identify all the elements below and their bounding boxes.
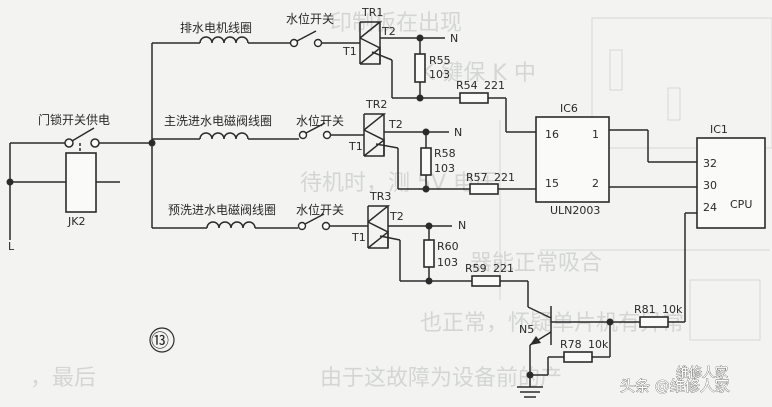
branch2-series-id: R57 [466,171,488,184]
background-bleed: 印制板在出现 K 键保 K 中 待机时，测 5V 电压 器能正常吸合 也正常，怀… [30,11,772,391]
driver-ic-part: ULN2003 [550,204,600,217]
branch3-series-id: R59 [465,262,487,275]
cpu-label: CPU [730,198,752,211]
branch1-series-value: 221 [484,79,505,92]
figure-number-circle [149,327,175,353]
svg-text:器能正常吸合: 器能正常吸合 [470,251,602,276]
branch3-shunt-value: 103 [437,256,458,269]
cpu-pin-32: 32 [703,157,717,170]
base-resistor-value: 10k [662,303,683,316]
branch3-t1: T1 [351,231,366,244]
driver-ic-body [535,116,697,203]
driver-pin-1: 1 [592,128,599,141]
watermark-faint: 维修人家 [676,365,728,381]
branch2-series-value: 221 [494,171,515,184]
branch3-load-label: 预洗进水电磁阀线圈 [168,202,276,217]
branch2-switch-label: 水位开关 [296,113,344,128]
driver-ic-id: IC6 [560,102,578,115]
branch3-shunt-id: R60 [437,240,459,253]
branch1-t1: T1 [342,45,357,58]
branch1-triac-id: TR1 [361,6,383,19]
cpu-body [668,137,766,323]
power-line-label: L [8,240,15,253]
branch1-shunt-id: R55 [429,54,451,67]
branch3-neutral: N [458,219,466,232]
branch2-neutral: N [454,126,462,139]
driver-pin-2: 2 [592,177,599,190]
watermark: 头条 @维修人家 [620,377,730,395]
branch1-t2: T2 [381,25,396,38]
branch3-triac-id: TR3 [369,190,391,203]
branch3-series-value: 221 [493,262,514,275]
branch-prewash-valve [152,205,529,307]
cpu-id: IC1 [710,123,728,136]
svg-text:印制板在出现: 印制板在出现 [330,11,462,36]
branch2-shunt-value: 103 [434,162,455,175]
branch1-shunt-value: 103 [429,68,450,81]
branch2-shunt-id: R58 [434,147,456,160]
relay-id: JK2 [67,215,85,228]
branch2-t2: T2 [388,118,403,131]
branch3-t2: T2 [389,210,404,223]
cpu-pin-24: 24 [703,201,717,214]
branch1-switch-label: 水位开关 [286,11,334,26]
cpu-pin-30: 30 [703,179,717,192]
branch2-load-label: 主洗进水电磁阀线圈 [164,113,272,128]
transistor-stage [517,306,669,398]
branch1-series-id: R54 [456,79,478,92]
svg-text:，最后: ，最后 [30,366,96,391]
pulldown-resistor-value: 10k [588,338,609,351]
svg-text:K 键保 K 中: K 键保 K 中 [420,61,536,86]
base-resistor-id: R81 [634,303,656,316]
branch2-triac-id: TR2 [365,98,387,111]
branch1-load-label: 排水电机线圈 [180,21,252,35]
relay-label: 门锁开关供电 [38,112,110,127]
branch1-neutral: N [450,32,458,45]
figure-number: ⑬ [151,331,169,352]
driver-pin-16: 16 [545,128,559,141]
pulldown-resistor-id: R78 [560,338,582,351]
relay-coil [65,152,97,213]
branch-drain-motor [152,21,536,133]
branch2-t1: T1 [348,140,363,153]
transistor-id: N5 [519,323,534,336]
driver-pin-15: 15 [545,177,559,190]
branch-main-wash-valve [152,113,536,195]
branch3-switch-label: 水位开关 [296,202,344,217]
supply-section [6,43,156,240]
